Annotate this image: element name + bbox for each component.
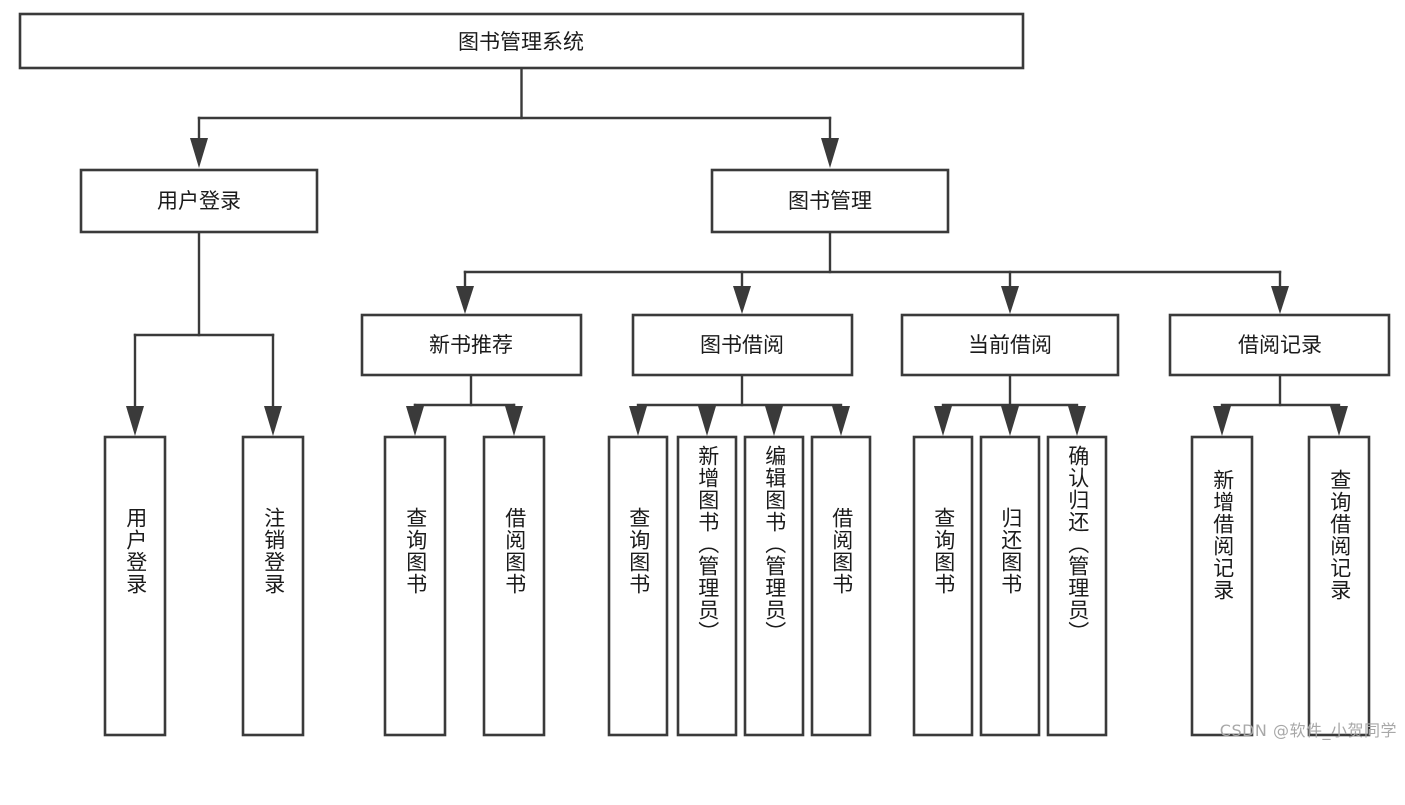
node-borrow-record-box[interactable] xyxy=(1168,313,1391,377)
leaf-boxes-borrow-record xyxy=(1190,435,1371,737)
node-book-manage-box[interactable] xyxy=(710,168,950,234)
arrowhead-leaf-logout xyxy=(264,406,282,436)
leaf-box-cb-query-book[interactable] xyxy=(912,435,974,737)
leaf-boxes-new-book-recommend xyxy=(383,435,546,737)
arrowhead-leaf-user-login xyxy=(126,406,144,436)
flowchart-canvas: 图书管理系统 用户登录 图书管理 新书推荐 图书借阅 当前借阅 借阅记录 xyxy=(18,12,1397,740)
node-borrow-record-label: 借阅记录 xyxy=(1238,333,1322,357)
node-root-label: 图书管理系统 xyxy=(458,30,584,54)
node-book-borrow-label: 图书借阅 xyxy=(700,333,784,357)
leaf-box-cb-return-book[interactable] xyxy=(979,435,1041,737)
arrowhead-cb-leaf-3 xyxy=(1068,406,1086,436)
arrowhead-book-borrow xyxy=(733,286,751,314)
arrowhead-new-book-recommend xyxy=(456,286,474,314)
edges-root-to-level2 xyxy=(190,66,839,168)
leaf-box-nbr-borrow-book[interactable] xyxy=(482,435,546,737)
leaf-box-bb-add-book[interactable] xyxy=(676,435,738,737)
node-user-login-label: 用户登录 xyxy=(157,189,241,213)
leaf-boxes-current-borrow xyxy=(912,435,1108,737)
flowchart-svg: 图书管理系统 用户登录 图书管理 新书推荐 图书借阅 当前借阅 借阅记录 xyxy=(18,12,1391,737)
leaf-box-nbr-query-book[interactable] xyxy=(383,435,447,737)
leaf-box-bb-borrow-book[interactable] xyxy=(810,435,872,737)
node-current-borrow-box[interactable] xyxy=(900,313,1120,377)
node-user-login[interactable]: 用户登录 xyxy=(79,168,319,234)
leaf-box-br-add-record[interactable] xyxy=(1190,435,1254,737)
node-new-book-recommend-label: 新书推荐 xyxy=(429,333,513,357)
node-new-book-recommend[interactable]: 新书推荐 xyxy=(360,313,583,377)
arrowhead-nbr-leaf-2 xyxy=(505,406,523,436)
edges-current-borrow-to-leaves xyxy=(934,373,1086,436)
arrowhead-cb-leaf-1 xyxy=(934,406,952,436)
edges-book-manage-to-level3 xyxy=(456,230,1289,314)
node-borrow-record[interactable]: 借阅记录 xyxy=(1168,313,1391,377)
leaf-box-user-login[interactable] xyxy=(103,435,167,737)
edges-book-borrow-to-leaves xyxy=(629,373,850,436)
leaf-box-br-query-record[interactable] xyxy=(1307,435,1371,737)
arrowhead-nbr-leaf-1 xyxy=(406,406,424,436)
edges-new-book-recommend-to-leaves xyxy=(406,373,523,436)
node-book-manage[interactable]: 图书管理 xyxy=(710,168,950,234)
leaf-box-bb-edit-book[interactable] xyxy=(743,435,805,737)
arrowhead-cb-leaf-2 xyxy=(1001,406,1019,436)
edges-borrow-record-to-leaves xyxy=(1213,373,1348,436)
arrowhead-bb-leaf-1 xyxy=(629,406,647,436)
edges-user-login-to-leaves xyxy=(126,230,282,436)
node-new-book-recommend-box[interactable] xyxy=(360,313,583,377)
leaf-box-logout[interactable] xyxy=(241,435,305,737)
arrowhead-user-login xyxy=(190,138,208,168)
arrowhead-br-leaf-1 xyxy=(1213,406,1231,436)
node-root[interactable]: 图书管理系统 xyxy=(18,12,1025,70)
arrowhead-borrow-record xyxy=(1271,286,1289,314)
node-book-manage-label: 图书管理 xyxy=(788,189,872,213)
leaf-boxes-book-borrow xyxy=(607,435,872,737)
arrowhead-bb-leaf-2 xyxy=(698,406,716,436)
node-current-borrow-label: 当前借阅 xyxy=(968,333,1052,357)
leaf-box-bb-query-book[interactable] xyxy=(607,435,669,737)
arrowhead-br-leaf-2 xyxy=(1330,406,1348,436)
node-book-borrow-box[interactable] xyxy=(631,313,854,377)
arrowhead-bb-leaf-4 xyxy=(832,406,850,436)
node-book-borrow[interactable]: 图书借阅 xyxy=(631,313,854,377)
arrowhead-bb-leaf-3 xyxy=(765,406,783,436)
leaf-box-cb-confirm-return[interactable] xyxy=(1046,435,1108,737)
node-root-box[interactable] xyxy=(18,12,1025,70)
arrowhead-book-manage xyxy=(821,138,839,168)
node-current-borrow[interactable]: 当前借阅 xyxy=(900,313,1120,377)
leaf-boxes-user-login xyxy=(103,435,305,737)
arrowhead-current-borrow xyxy=(1001,286,1019,314)
csdn-watermark: CSDN @软件_小贺同学 xyxy=(1219,721,1397,740)
node-user-login-box[interactable] xyxy=(79,168,319,234)
